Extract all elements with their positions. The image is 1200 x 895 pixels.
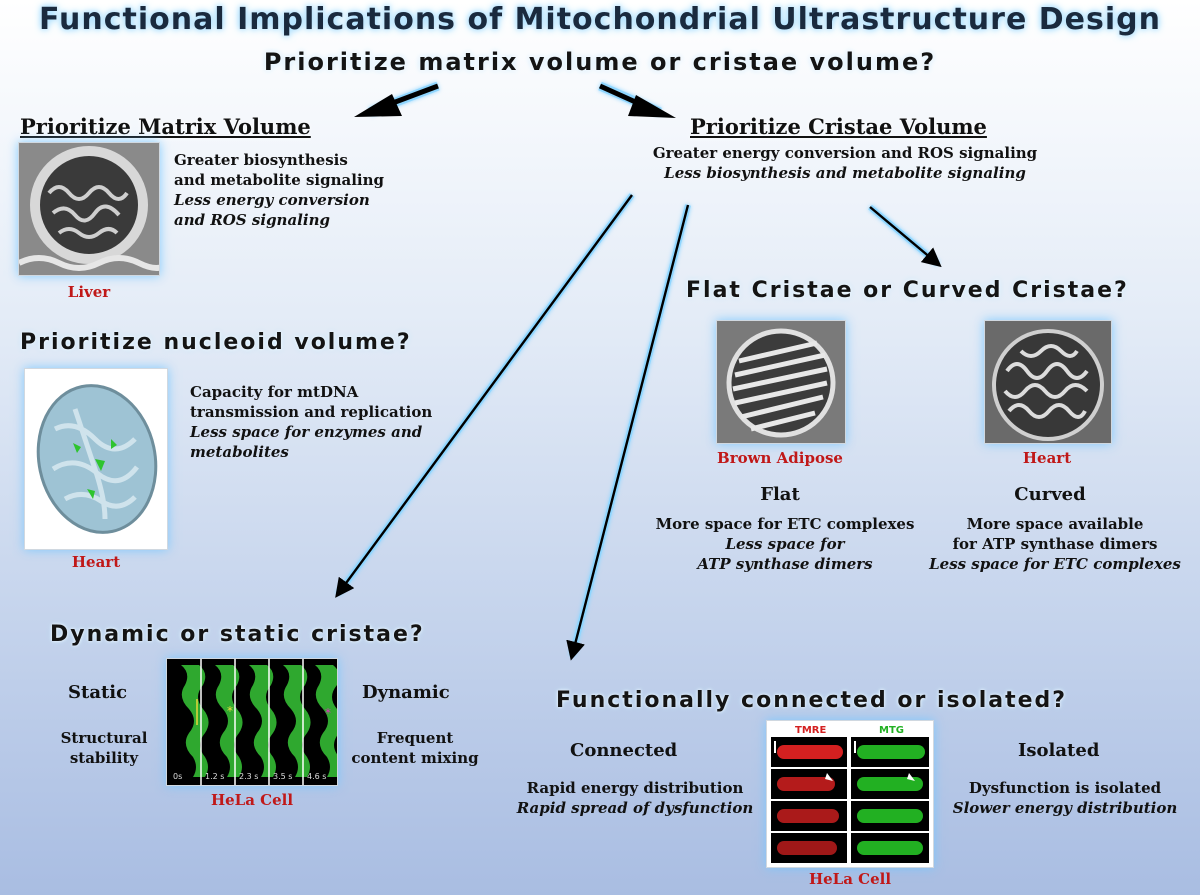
curved-text: More space available for ATP synthase di… <box>920 514 1190 574</box>
arrow-to-connected <box>566 204 690 661</box>
connected-hela-caption: HeLa Cell <box>808 870 892 888</box>
flat-title: Flat <box>760 484 800 505</box>
dynamic-line-2: content mixing <box>351 749 479 767</box>
static-line-1: Structural <box>60 729 148 747</box>
isolated-line-2: Slower energy distribution <box>952 799 1178 817</box>
curved-heart-caption: Heart <box>1022 449 1072 467</box>
static-title: Static <box>68 682 128 703</box>
arrow-to-matrix <box>368 81 440 117</box>
matrix-heading: Prioritize Matrix Volume <box>20 114 311 139</box>
isolated-line-1: Dysfunction is isolated <box>968 779 1162 797</box>
dynamic-hela-caption: HeLa Cell <box>210 791 294 809</box>
svg-text:*: * <box>227 704 233 718</box>
time-label: 4.6 s <box>307 772 326 781</box>
curved-title: Curved <box>1014 484 1086 505</box>
connected-question: Functionally connected or isolated? <box>556 688 1068 713</box>
tmre-mtg-image: TMRE MTG <box>767 721 933 867</box>
curved-cristae-image <box>985 321 1111 443</box>
connected-title: Connected <box>570 740 678 761</box>
static-text: Structural stability <box>46 728 162 768</box>
time-label: 2.3 s <box>239 772 258 781</box>
isolated-title: Isolated <box>1018 740 1100 761</box>
mtg-label: MTG <box>879 725 904 736</box>
brown-adipose-micrograph <box>716 320 846 444</box>
heart-cristae-micrograph <box>984 320 1112 444</box>
connected-line-2: Rapid spread of dysfunction <box>516 799 754 817</box>
time-label: 0s <box>173 772 182 781</box>
cristae-text: Greater energy conversion and ROS signal… <box>630 143 1060 183</box>
flat-line-3: ATP synthase dimers <box>697 555 873 573</box>
curved-line-3: Less space for ETC complexes <box>929 555 1181 573</box>
liver-micrograph <box>17 142 172 276</box>
matrix-line-4: and ROS signaling <box>174 211 330 229</box>
svg-text:*: * <box>325 706 331 720</box>
isolated-text: Dysfunction is isolated Slower energy di… <box>940 778 1190 818</box>
heart-3d-image <box>25 369 167 549</box>
heart-3d-render <box>24 368 168 550</box>
nucleoid-question: Prioritize nucleoid volume? <box>20 330 412 355</box>
arrow-to-cristae <box>598 81 662 117</box>
tmre-label: TMRE <box>795 725 826 736</box>
matrix-line-2: and metabolite signaling <box>174 171 385 189</box>
flat-cristae-image <box>717 321 845 443</box>
dynamic-text: Frequent content mixing <box>350 728 480 768</box>
liver-image <box>17 143 172 275</box>
hela-timelapse-panel: * * 0s 1.2 s 2.3 s 3.5 s 4.6 s <box>166 658 343 786</box>
connected-text: Rapid energy distribution Rapid spread o… <box>500 778 770 818</box>
dynamic-question: Dynamic or static cristae? <box>50 622 425 647</box>
flat-line-1: More space for ETC complexes <box>655 515 915 533</box>
nucleoid-line-3: Less space for enzymes and <box>190 423 423 441</box>
dynamic-title: Dynamic <box>362 682 450 703</box>
matrix-line-1: Greater biosynthesis <box>174 151 348 169</box>
liver-caption: Liver <box>67 283 111 301</box>
time-label: 3.5 s <box>273 772 292 781</box>
hela-timelapse-image: * * 0s 1.2 s 2.3 s 3.5 s 4.6 s <box>167 659 343 785</box>
flat-text: More space for ETC complexes Less space … <box>640 514 930 574</box>
matrix-line-3: Less energy conversion <box>174 191 370 209</box>
cristae-line-1: Greater energy conversion and ROS signal… <box>652 144 1038 162</box>
curved-line-1: More space available <box>966 515 1144 533</box>
dynamic-line-1: Frequent <box>376 729 454 747</box>
matrix-text: Greater biosynthesis and metabolite sign… <box>174 150 384 230</box>
flatcurved-question: Flat Cristae or Curved Cristae? <box>686 278 1129 303</box>
connected-line-1: Rapid energy distribution <box>526 779 744 797</box>
nucleoid-line-2: transmission and replication <box>190 403 433 421</box>
main-question: Prioritize matrix volume or cristae volu… <box>263 48 937 76</box>
static-line-2: stability <box>69 749 139 767</box>
cristae-heading: Prioritize Cristae Volume <box>690 114 987 139</box>
nucleoid-text: Capacity for mtDNA transmission and repl… <box>190 382 432 462</box>
cristae-line-2: Less biosynthesis and metabolite signali… <box>664 164 1026 182</box>
arrow-to-flatcurved <box>869 206 942 268</box>
nucleoid-line-1: Capacity for mtDNA <box>190 383 359 401</box>
brown-adipose-caption: Brown Adipose <box>717 449 843 467</box>
nucleoid-line-4: metabolites <box>190 443 289 461</box>
page-title: Functional Implications of Mitochondrial… <box>39 2 1161 37</box>
time-label: 1.2 s <box>205 772 224 781</box>
flat-line-2: Less space for <box>725 535 845 553</box>
nucleoid-heart-caption: Heart <box>71 553 121 571</box>
curved-line-2: for ATP synthase dimers <box>952 535 1158 553</box>
tmre-mtg-panel: TMRE MTG <box>766 720 934 868</box>
